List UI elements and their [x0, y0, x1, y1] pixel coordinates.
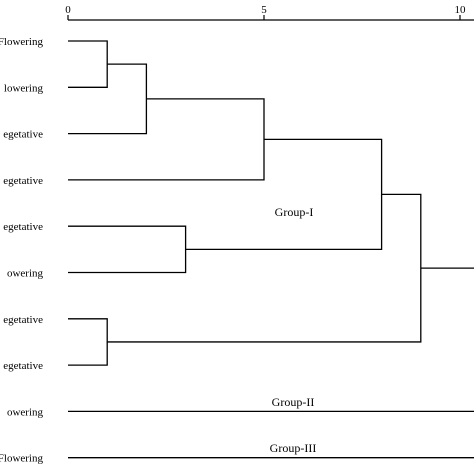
- group-label: Group-I: [275, 205, 314, 219]
- leaf-label: egetative: [3, 314, 43, 326]
- leaf-label: Flowering: [0, 453, 43, 465]
- merge-link: [68, 318, 108, 366]
- leaf-label: egetative: [3, 129, 43, 141]
- group-label: Group-II: [272, 395, 315, 409]
- merge-link: [68, 40, 108, 88]
- merge-link: [68, 225, 187, 274]
- axis-tick-label: 5: [261, 4, 267, 16]
- leaf-label: egetative: [3, 175, 43, 187]
- axis-tick-label: 0: [65, 4, 71, 16]
- leaf-labels: Flowering lowering egetative egetative egeta…: [0, 36, 43, 465]
- axis-tick-label: 10: [455, 4, 467, 16]
- leaf-label: owering: [7, 406, 44, 418]
- merge-link: [68, 267, 474, 413]
- merge-link: [68, 98, 265, 181]
- leaf-label: lowering: [4, 82, 44, 94]
- group-labels: Group-I Group-II Group-III: [270, 205, 317, 455]
- group-label: Group-III: [270, 441, 317, 455]
- leaf-label: owering: [7, 268, 44, 280]
- merge-link: [185, 138, 383, 250]
- leaf-label: Flowering: [0, 36, 43, 48]
- dendrogram-links: [68, 40, 474, 459]
- leaf-label: egetative: [3, 221, 43, 233]
- merge-link: [107, 193, 422, 343]
- distance-axis: 05101520: [65, 4, 474, 21]
- leaf-label: egetative: [3, 360, 43, 372]
